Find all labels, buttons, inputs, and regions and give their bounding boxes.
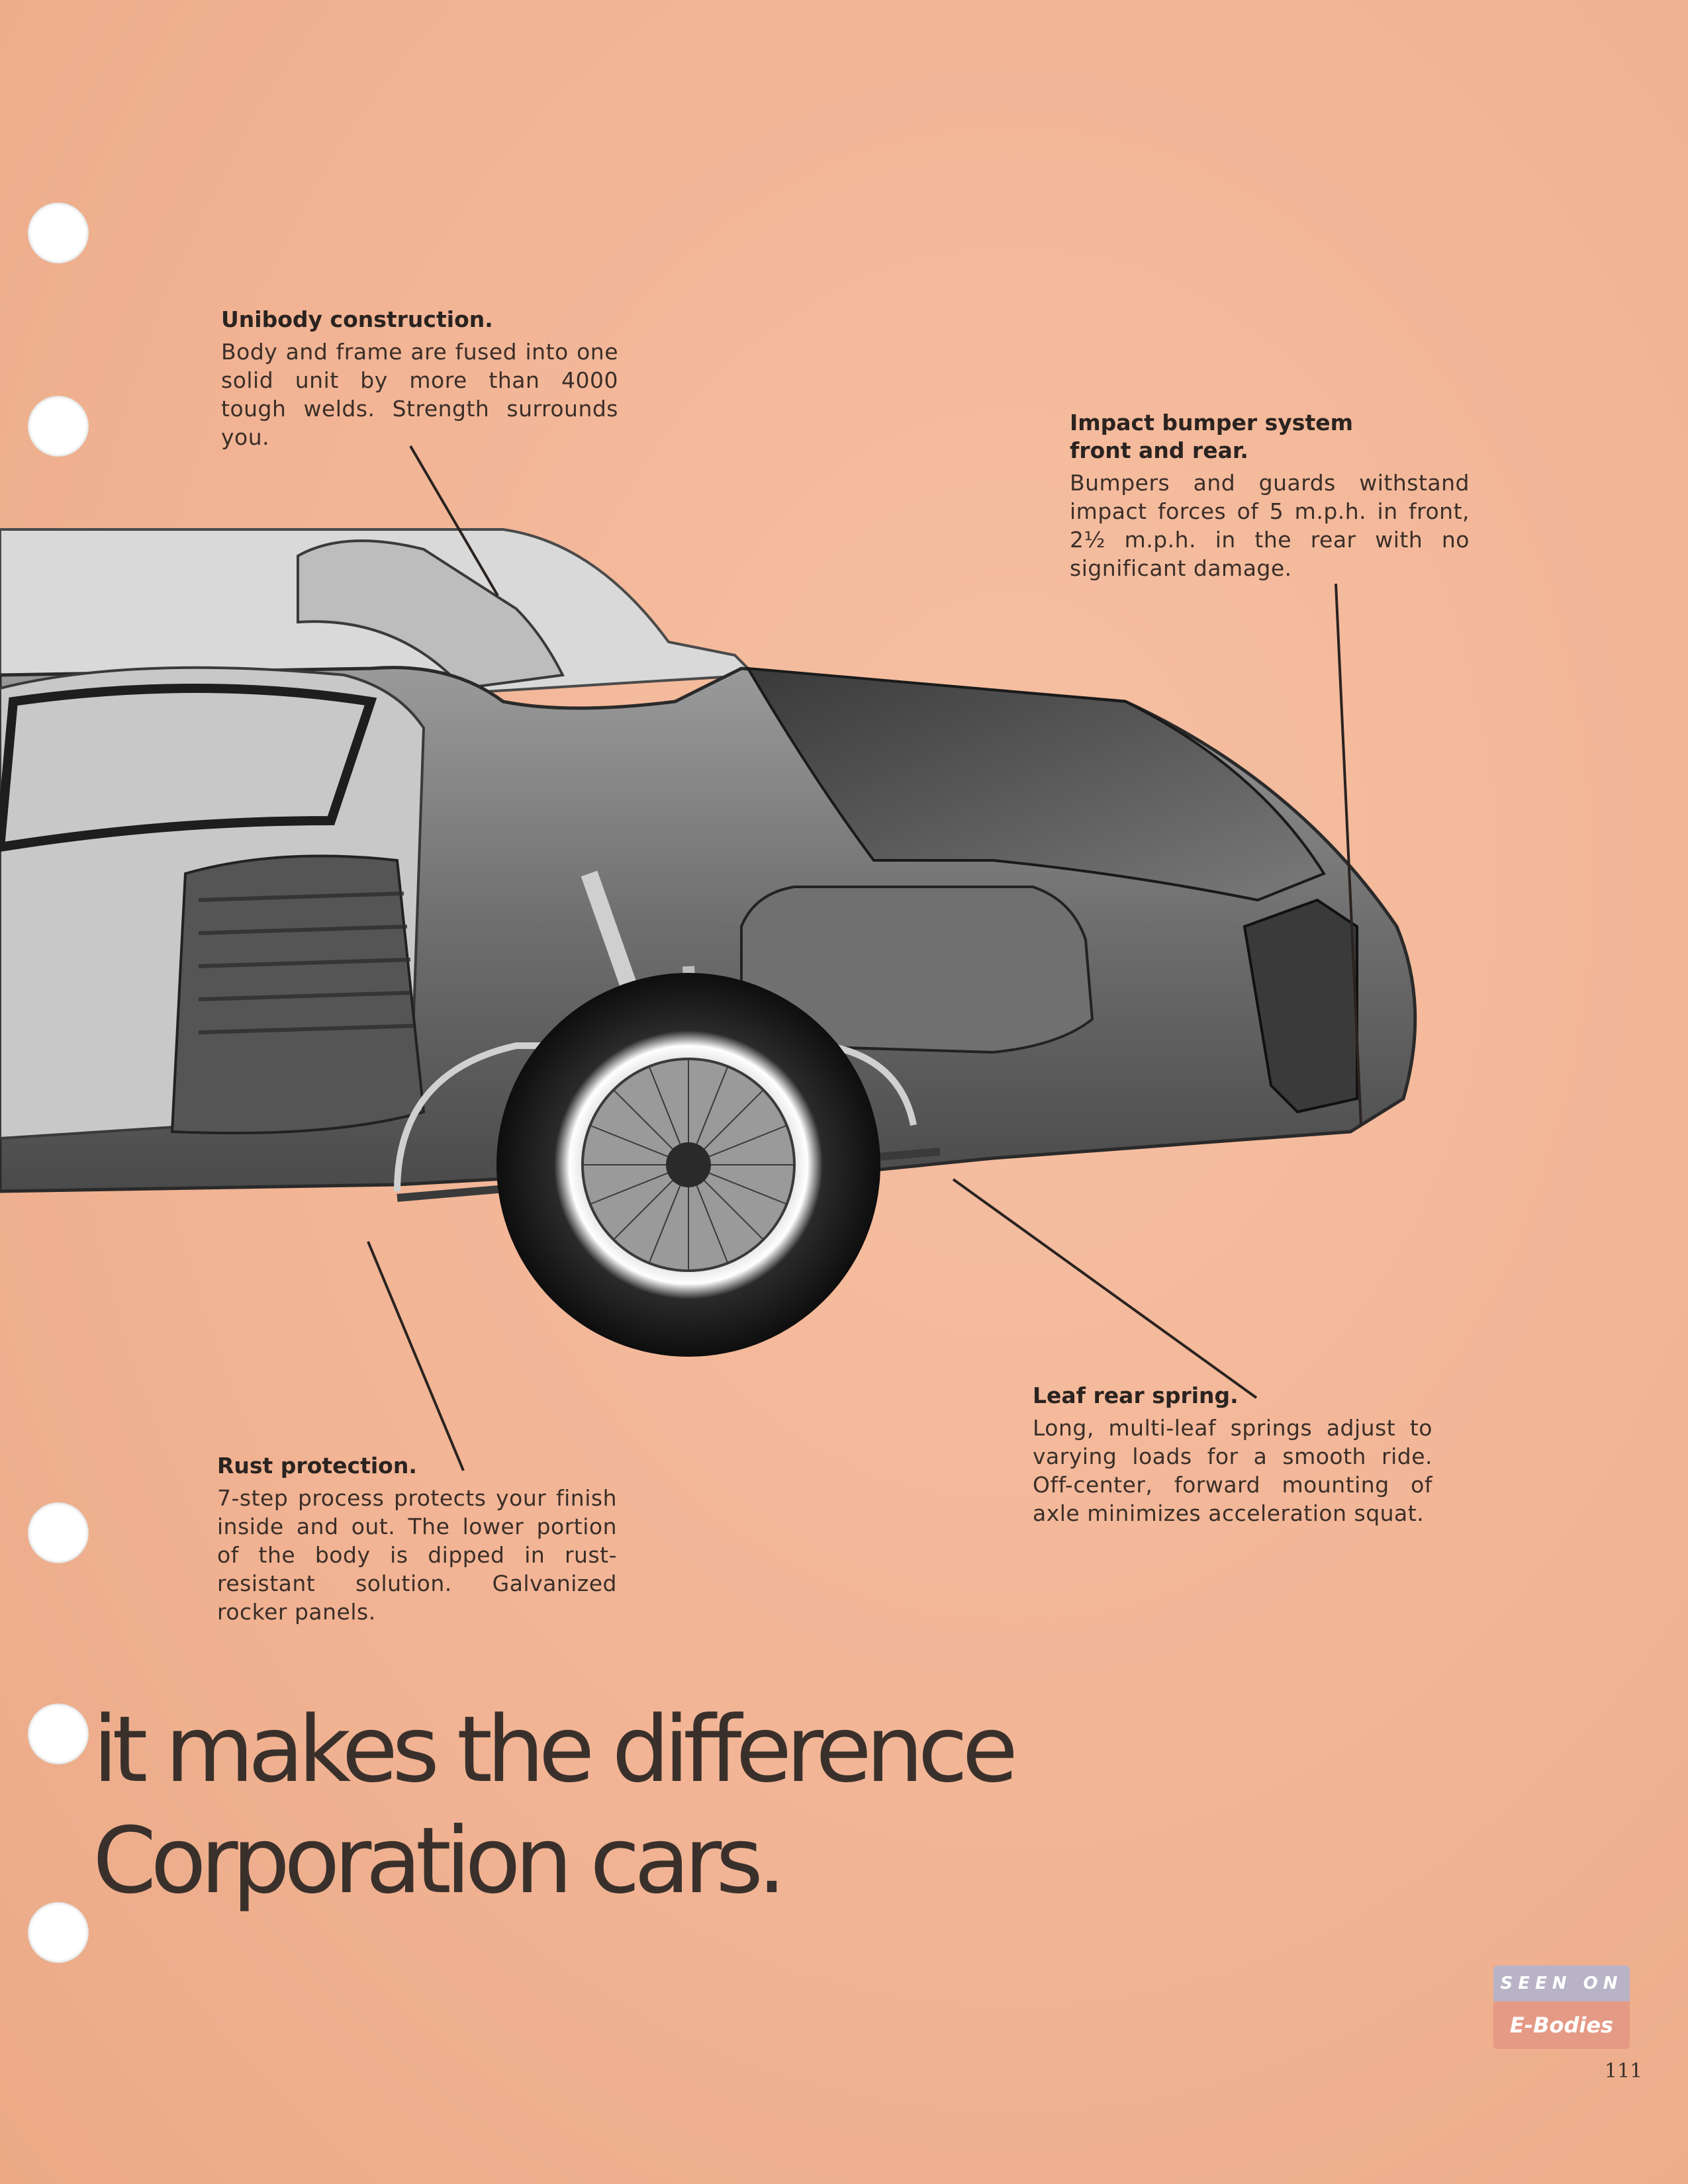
callout-bumper: Impact bumper system front and rear. Bum… [1070, 409, 1470, 582]
callout-leaf-spring: Leaf rear spring. Long, multi-leaf sprin… [1033, 1382, 1432, 1527]
callout-rust-protection: Rust protection. 7-step process protects… [217, 1452, 617, 1626]
callout-title: Leaf rear spring. [1033, 1383, 1239, 1408]
callout-title: Impact bumper system front and rear. [1070, 410, 1353, 463]
headline: it makes the difference Corporation cars… [93, 1694, 1018, 1917]
callout-body: 7-step process protects your finish insi… [217, 1485, 617, 1625]
callout-body: Bumpers and guards withstand impact forc… [1070, 470, 1470, 581]
binder-hole [28, 1902, 89, 1963]
callout-unibody: Unibody construction. Body and frame are… [221, 306, 618, 451]
headline-line-1: it makes the difference [93, 1696, 1018, 1803]
badge-top-text: SEEN ON [1493, 1966, 1630, 2001]
callout-title: Rust protection. [217, 1453, 417, 1479]
cutaway-car-illustration [0, 528, 1417, 1357]
badge-bottom-text: E-Bodies [1493, 2001, 1630, 2049]
callout-title: Unibody construction. [221, 306, 493, 332]
binder-hole [28, 203, 89, 263]
binder-hole [28, 1704, 89, 1764]
seen-on-ebodies-badge: SEEN ON E-Bodies [1493, 1966, 1630, 2049]
headline-line-2: Corporation cars. [93, 1807, 786, 1914]
binder-hole [28, 1502, 89, 1563]
callout-body: Body and frame are fused into one solid … [221, 339, 618, 450]
page-number: 111 [1605, 2060, 1643, 2083]
binder-hole [28, 396, 89, 457]
callout-body: Long, multi-leaf springs adjust to varyi… [1033, 1415, 1432, 1526]
